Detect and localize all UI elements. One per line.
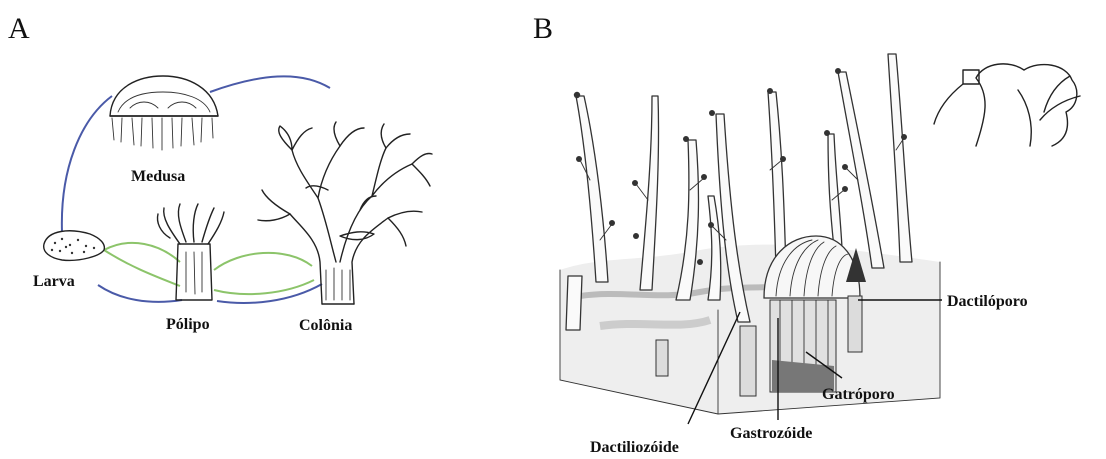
panel-a-letter: A: [8, 12, 30, 45]
gastrozoide-label: Gastrozóide: [730, 425, 812, 442]
panel-b-letter: B: [533, 12, 553, 45]
colony-drawing: [258, 122, 432, 304]
dactiloporo-label: Dactilóporo: [947, 293, 1028, 310]
green-cycle-arrows: [104, 243, 314, 294]
larva-drawing: [44, 231, 105, 261]
gatroporo-label: Gatróporo: [822, 386, 895, 403]
medusa-drawing: [110, 76, 218, 150]
blue-cycle-arrows: [62, 76, 330, 303]
colonia-label: Colônia: [299, 317, 352, 334]
larva-label: Larva: [33, 273, 75, 290]
inset-colony-drawing: [934, 64, 1080, 146]
polipo-label: Pólipo: [166, 316, 210, 333]
panel-b: B: [533, 12, 1080, 456]
dactiliozoide-label: Dactiliozóide: [590, 439, 679, 456]
medusa-label: Medusa: [131, 168, 185, 185]
panel-a: A Medusa: [8, 12, 432, 334]
